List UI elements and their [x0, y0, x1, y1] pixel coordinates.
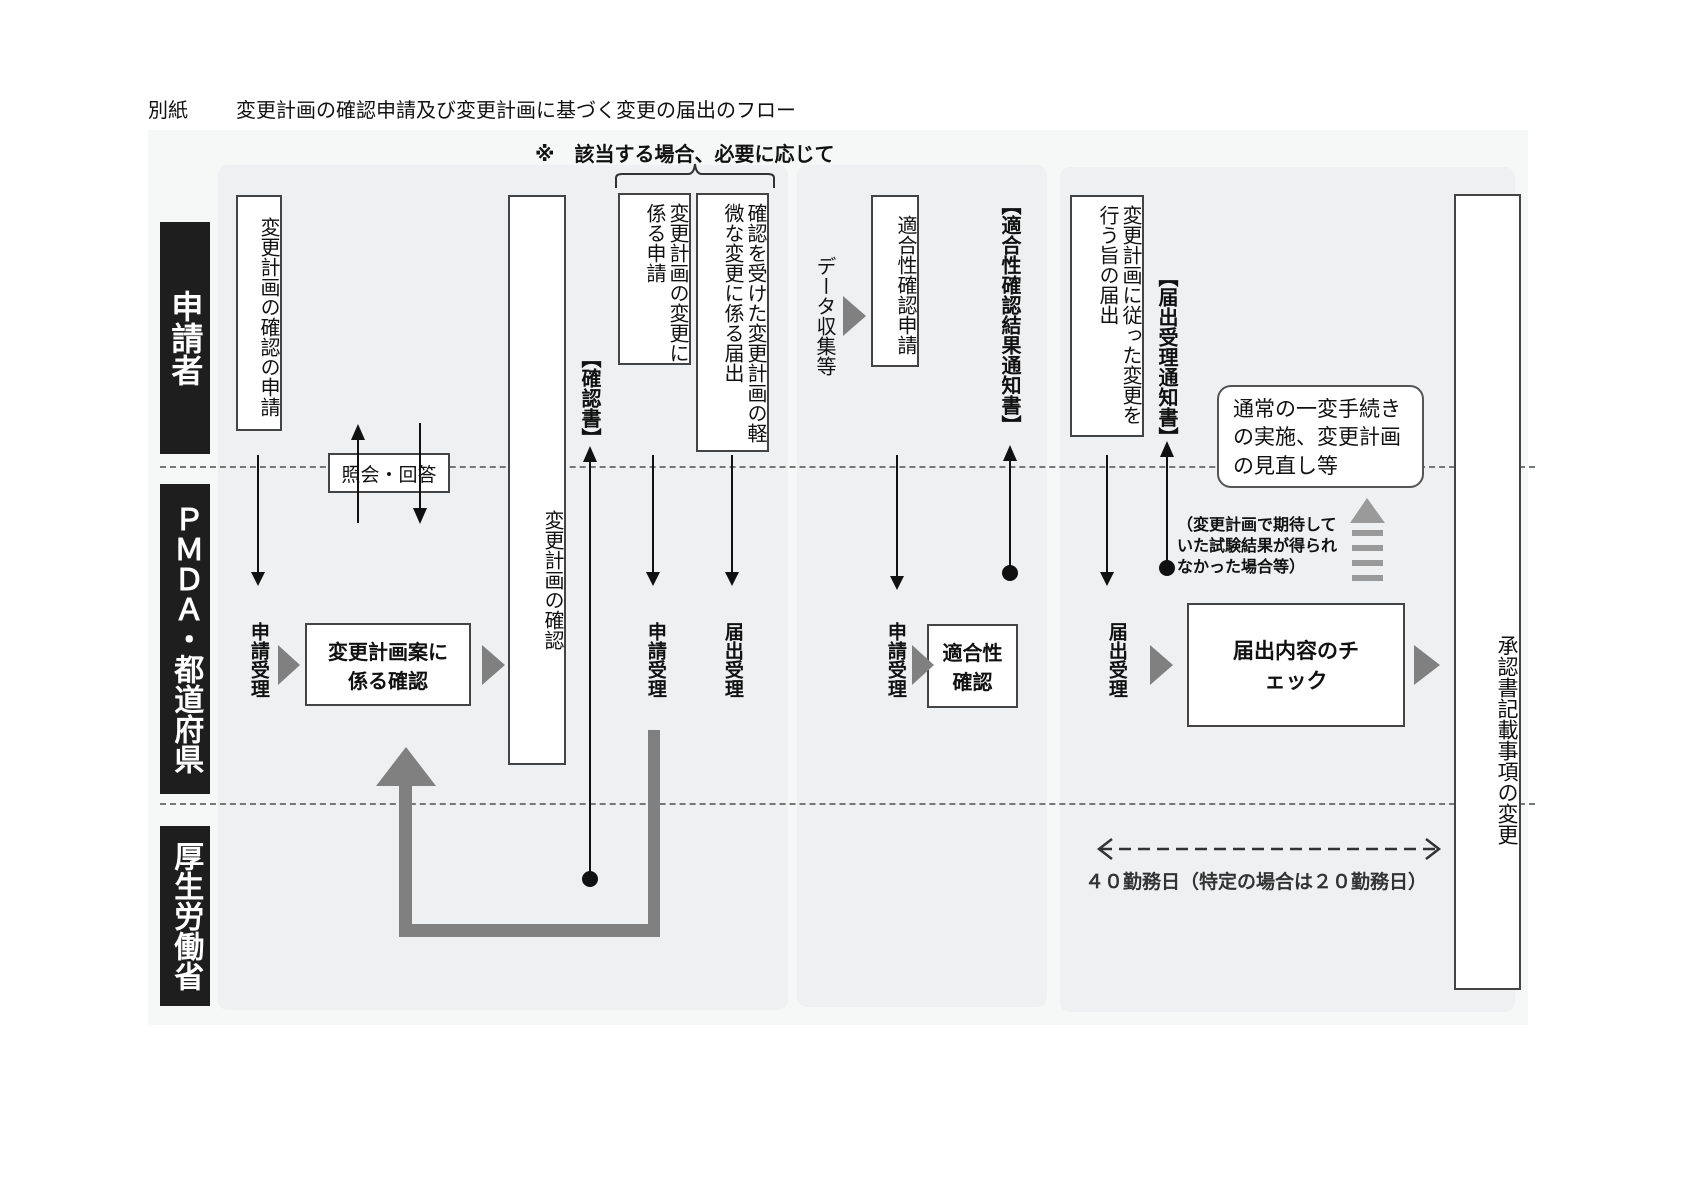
fallback-arrow-head: [1350, 498, 1385, 523]
lane-pmda-prefecture: ＰＭＤＡ・都道府県: [160, 484, 210, 794]
gray-arrow-data: [843, 296, 866, 336]
box-approval-change: 承認書記載事項の変更: [1454, 194, 1521, 990]
box-inquiry-answer: 照会・回答: [328, 453, 450, 493]
doc-certificate: 【確認書】: [578, 348, 602, 448]
header-prefix: 別紙: [148, 98, 188, 122]
conditional-note: ※ 該当する場合、必要に応じて: [535, 142, 835, 166]
box-plan-confirm-application: 変更計画の確認の申請: [236, 195, 282, 431]
gray-arrow-1: [278, 645, 300, 685]
panel-conformity-phase: [797, 165, 1047, 1007]
box-change-application: 変更計画の変更に係る申請: [618, 193, 691, 365]
gray-arrow-4: [1150, 645, 1173, 685]
doc-receipt-notice: 【届出受理通知書】: [1155, 267, 1179, 447]
doc-conformity-result: 【適合性確認結果通知書】: [998, 195, 1022, 435]
receipt-notification-2: 届出受理: [1105, 622, 1128, 698]
gray-arrow-5: [1414, 645, 1440, 685]
box-normal-procedure: 通常の一変手続きの実施、変更計画の見直し等: [1217, 385, 1424, 488]
data-collection-label: データ収集等: [813, 256, 837, 376]
box-notice-check: 届出内容のチェック: [1187, 603, 1405, 727]
note-brace: [615, 163, 775, 188]
box-conformity-confirm: 適合性確認: [927, 624, 1018, 708]
receipt-application-3: 申請受理: [884, 622, 907, 698]
gray-arrow-2: [482, 645, 505, 685]
lane-applicant: 申請者: [160, 222, 210, 454]
gray-arrow-3: [912, 645, 934, 685]
duration-label: ４０勤務日（特定の場合は２０勤務日）: [1085, 871, 1428, 893]
fallback-note: （変更計画で期待していた試験結果が得られなかった場合等）: [1177, 515, 1338, 576]
lane-divider-top: [160, 466, 1535, 468]
receipt-notification-1: 届出受理: [721, 622, 744, 698]
box-plan-confirmation: 変更計画の確認: [508, 195, 566, 765]
box-conformity-application: 適合性確認申請: [871, 195, 919, 367]
box-plan-draft-confirm: 変更計画案に係る確認: [305, 623, 471, 706]
page-title: 変更計画の確認申請及び変更計画に基づく変更の届出のフロー: [236, 98, 796, 122]
lane-mhlw: 厚生労働省: [160, 826, 210, 1006]
box-minor-change-notice: 確認を受けた変更計画の軽微な変更に係る届出: [696, 193, 769, 452]
receipt-application-2: 申請受理: [644, 622, 667, 698]
return-arrow: [399, 730, 660, 937]
panel-confirmation-phase: [218, 165, 788, 1010]
box-change-notification: 変更計画に従った変更を行う旨の届出: [1070, 195, 1144, 437]
receipt-application-1: 申請受理: [247, 622, 270, 698]
lane-divider-bottom: [160, 803, 1535, 805]
